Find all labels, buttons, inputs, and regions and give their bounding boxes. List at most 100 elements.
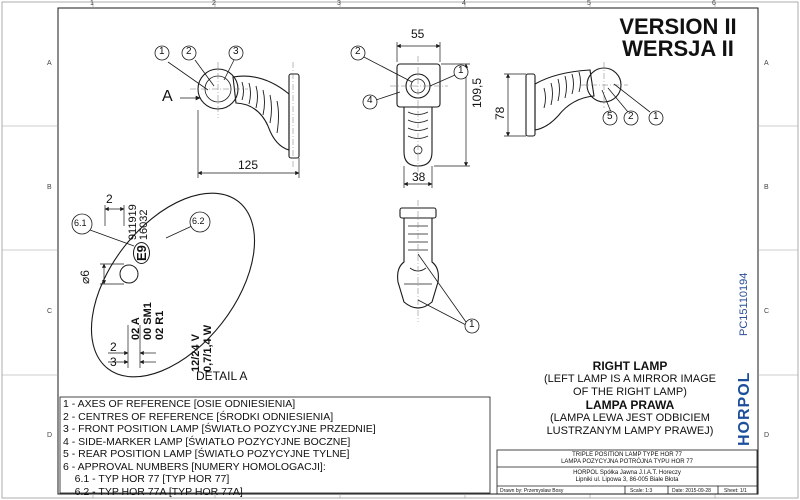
power-rating: 0,7/1,4 W (202, 324, 214, 372)
right-lamp-line-3: (LAMPA LEWA JEST ODBICIEM (550, 412, 710, 424)
right-lamp-note: RIGHT LAMP (LEFT LAMP IS A MIRROR IMAGE … (530, 360, 730, 438)
legend-item: 6.1 - TYP HOR 77 [TYP HOR 77] (63, 473, 230, 485)
dim-label-3: 3 (110, 355, 117, 369)
dim-label-109-5: 109,5 (470, 77, 484, 108)
right-lamp-line-4: LUSTRZANYM LAMPY PRAWEJ) (546, 425, 714, 437)
right-lamp-line-1: (LEFT LAMP IS A MIRROR IMAGE (544, 373, 716, 385)
front-view-callouts (350, 45, 469, 110)
code-02r1: 02 R1 (154, 310, 166, 340)
dim-label-38: 38 (412, 170, 426, 184)
legend-item: 2 - CENTRES OF REFERENCE [ŚRODKI ODNIESI… (63, 410, 334, 423)
rear-view-axes (580, 62, 628, 108)
row-label-d-right: D (764, 432, 770, 439)
section-view-callout (417, 253, 480, 334)
col-label-4: 4 (462, 0, 466, 7)
dim-label-125: 125 (238, 158, 259, 172)
company-name: HORPOL Spółka Jawna J.I.A.T. Horeczy (573, 470, 681, 476)
detail-a-ellipse (90, 192, 256, 378)
callout-2-rear: 2 (628, 111, 634, 122)
detail-a-label: DETAIL A (196, 369, 248, 383)
version-line-1: VERSION II (619, 14, 737, 39)
detail-a-codes: 02 A 00 SM1 02 R1 (130, 210, 166, 340)
legend-item: 6.2 - TYP HOR 77A [TYP HOR 77A] (63, 485, 243, 498)
right-lamp-line-2: OF THE RIGHT LAMP) (573, 386, 687, 398)
drawn-by: Drawn by: Przemysław Bosy (500, 488, 564, 494)
right-lamp-title-pl: LAMPA PRAWA (585, 398, 675, 412)
title-block-company: HORPOL Spółka Jawna J.I.A.T. Horeczy Lip… (497, 470, 757, 484)
callout-6-2: 6.2 (192, 216, 205, 226)
rear-view-callouts (601, 83, 664, 126)
title-block-name: TRIPLE POSITION LAMP TYPE HOR 77 LAMPA P… (497, 452, 757, 466)
code-02a: 02 A (130, 317, 142, 340)
legend-box (59, 396, 491, 494)
callout-1-rear: 1 (653, 111, 659, 122)
dim-label-2-top: 2 (106, 192, 113, 206)
right-lamp-title: RIGHT LAMP (592, 359, 668, 373)
col-label-3: 3 (337, 0, 341, 7)
row-label-b-right: B (764, 184, 769, 191)
callout-1-front: 1 (458, 65, 464, 76)
dim-label-55: 55 (411, 27, 425, 41)
rear-view-lamp (525, 67, 622, 137)
row-label-c-right: C (764, 308, 770, 315)
callout-4-front: 4 (367, 95, 373, 106)
brand-logo-text: HORPOL (736, 371, 753, 446)
col-label-5: 5 (587, 0, 591, 7)
front-view-axes (390, 56, 448, 176)
side-view-axes (190, 62, 294, 168)
row-label-c: C (47, 308, 53, 315)
callout-1-side: 1 (159, 46, 165, 57)
callout-1-section: 1 (469, 319, 475, 330)
sheet-number: Sheet: 1/1 (724, 488, 747, 494)
dim-38 (403, 166, 433, 188)
document-code: PC15110194 (738, 272, 750, 336)
version-line-2: WERSJA II (622, 36, 734, 61)
title-block-frame (496, 449, 758, 495)
legend-item: 3 - FRONT POSITION LAMP [ŚWIATŁO POZYCYJ… (63, 423, 376, 435)
callout-3-side: 3 (233, 46, 239, 57)
product-name-en: TRIPLE POSITION LAMP TYPE HOR 77 (572, 452, 682, 458)
voltage-rating: 12/24 V (190, 334, 202, 372)
front-view-lamp (396, 63, 441, 167)
side-view-lamp (197, 68, 300, 159)
legend-item: 6 - APPROVAL NUMBERS [NUMERY HOMOLOGACJI… (63, 460, 326, 473)
col-label-2: 2 (212, 0, 216, 7)
company-address: Lipniki ul. Lipowa 3, 86-005 Białe Błota (575, 477, 679, 483)
dim-label-6-value: 6 (78, 270, 92, 277)
legend-list: 1 - AXES OF REFERENCE [OSIE ODNIESIENIA]… (63, 398, 376, 498)
detail-a-dims (100, 205, 156, 368)
callout-6-1: 6.1 (74, 218, 87, 228)
date: Date: 2015-09-28 (672, 488, 711, 494)
row-label-a-right: A (764, 60, 769, 67)
detail-a-ratings: 12/24 V 0,7/1,4 W (190, 242, 214, 372)
dim-109-5 (434, 63, 470, 167)
col-label-6: 6 (712, 0, 716, 7)
callout-2-front: 2 (355, 46, 361, 57)
view-letter-a: A (162, 88, 173, 105)
row-label-b: B (47, 184, 52, 191)
product-name-pl: LAMPA POZYCYJNA POTRÓJNA TYPU HOR 77 (561, 459, 693, 465)
version-title: VERSION II WERSJA II (608, 16, 748, 60)
callout-2-side: 2 (186, 46, 192, 57)
dim-78 (504, 73, 526, 137)
dim-label-2-bottom: 2 (110, 340, 117, 354)
legend-item: 1 - AXES OF REFERENCE [OSIE ODNIESIENIA] (63, 398, 296, 410)
dim-label-78: 78 (493, 106, 507, 120)
code-00sm1: 00 SM1 (142, 302, 154, 340)
dim-label-6: ⌀6 (78, 270, 92, 284)
detail-a-callouts (71, 211, 211, 247)
row-label-d: D (47, 432, 53, 439)
col-label-1: 1 (90, 0, 94, 7)
dim-125 (197, 110, 300, 178)
inner-frame (57, 7, 759, 495)
legend-item: 5 - REAR POSITION LAMP [ŚWIATŁO POZYCYJN… (63, 448, 350, 460)
dim-55 (396, 42, 441, 62)
scale: Scale: 1:3 (630, 488, 653, 494)
callout-5-rear: 5 (607, 111, 613, 122)
row-label-a: A (47, 60, 52, 67)
side-view-callouts (154, 45, 244, 91)
legend-item: 4 - SIDE-MARKER LAMP [ŚWIATŁO POZYCYJNE … (63, 435, 351, 448)
